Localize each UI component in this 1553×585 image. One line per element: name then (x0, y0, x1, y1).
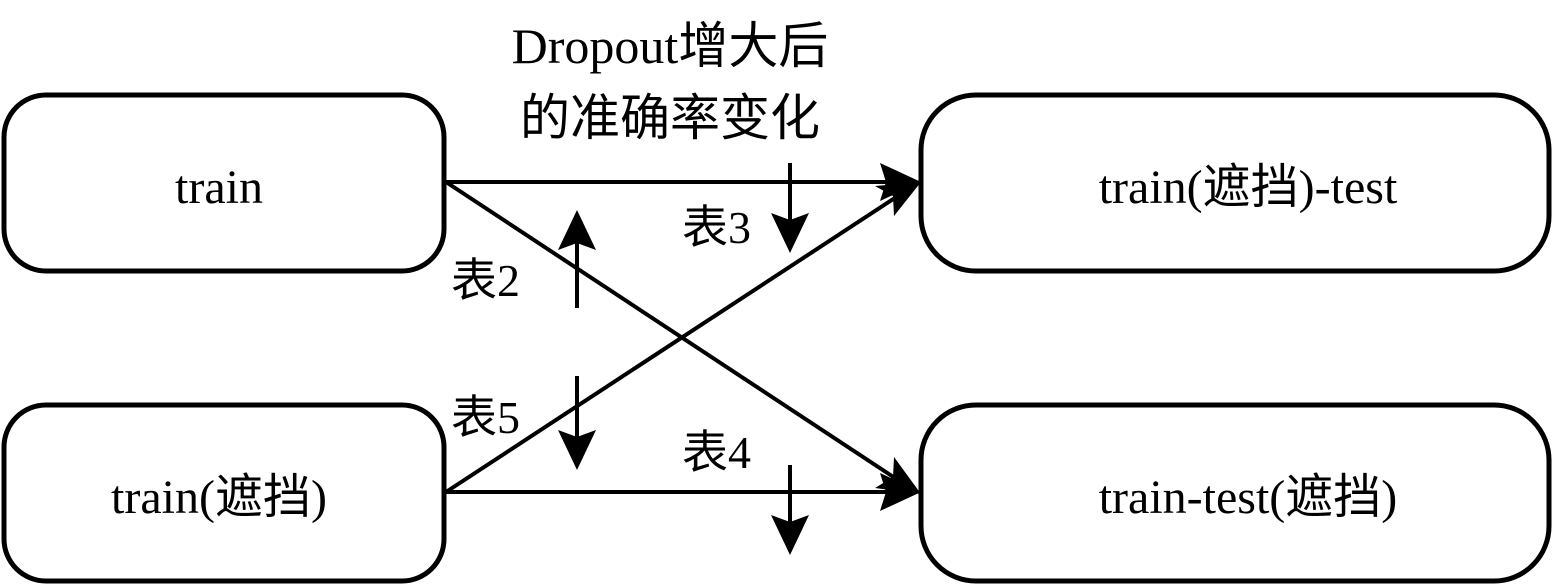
node-train-occluded: train(遮挡) (1, 402, 447, 584)
label-table2: 表2 (451, 255, 520, 306)
arrowhead-train-test-occluded-2 (880, 473, 921, 511)
diagram-title-line1: Dropout增大后 (512, 18, 829, 74)
change-arrow-table3-down-icon (771, 163, 809, 253)
node-train: train (1, 92, 447, 274)
change-arrow-table4-down-icon (771, 465, 809, 555)
edge-train-occluded-to-train-occluded-test (444, 190, 906, 494)
change-arrow-table2-up-icon (558, 210, 596, 308)
change-arrow-table5-down-icon (558, 376, 596, 470)
node-train-occluded-box (1, 402, 447, 584)
node-train-occluded-test-box (918, 92, 1552, 274)
node-train-box (1, 92, 447, 274)
label-table5: 表5 (451, 392, 520, 443)
node-train-test-occluded-box (918, 402, 1552, 584)
edge-train-to-train-test-occluded (444, 180, 906, 486)
node-train-test-occluded: train-test(遮挡) (918, 402, 1552, 584)
node-train-label: train (175, 161, 263, 214)
arrowhead-train-occluded-test-2 (875, 182, 921, 216)
node-train-occluded-test-label: train(遮挡)-test (1099, 161, 1398, 214)
node-train-test-occluded-label: train-test(遮挡) (1099, 471, 1398, 524)
node-train-occluded-test: train(遮挡)-test (918, 92, 1552, 274)
label-table4: 表4 (682, 427, 751, 478)
node-train-occluded-label: train(遮挡) (111, 471, 327, 524)
label-table3: 表3 (682, 202, 751, 253)
diagram-title-line2: 的准确率变化 (520, 90, 820, 146)
